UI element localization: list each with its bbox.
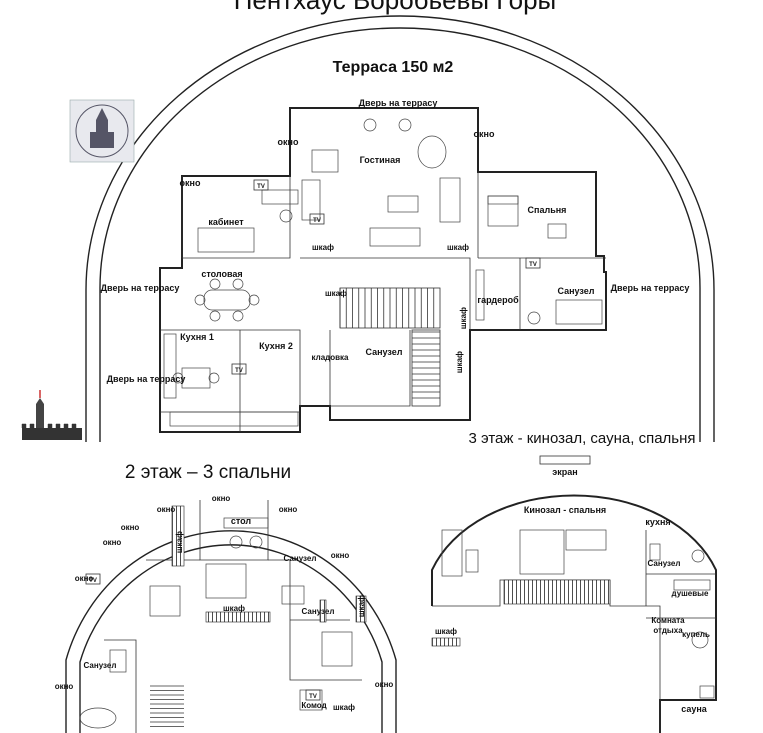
room-label-dining: столовая xyxy=(201,269,242,279)
room-label-bedroom: Спальня xyxy=(528,205,567,215)
window-label: окно xyxy=(375,680,394,689)
svg-text:TV: TV xyxy=(313,218,321,224)
svg-text:TV: TV xyxy=(235,368,243,374)
page-title: Пентхаус Воробьевы Горы xyxy=(234,0,557,15)
tv-icon: TV xyxy=(231,363,247,375)
wardrobe-label: шкаф xyxy=(175,531,184,553)
study-furniture xyxy=(197,179,321,253)
terrace-arc xyxy=(99,27,701,442)
svg-text:TV: TV xyxy=(309,694,317,700)
wardrobe-hatch xyxy=(355,595,367,623)
wardrobe-label: шкаф xyxy=(455,351,464,373)
staircase-floor-1 xyxy=(339,287,441,407)
staircase-floor-2 xyxy=(150,685,184,727)
window-label: окно xyxy=(212,494,231,503)
stairs-hatch xyxy=(503,579,611,605)
wardrobe-label: шкаф xyxy=(223,604,245,613)
room-label-bathroom: Санузел xyxy=(648,559,681,568)
room-label-kitchen-1: Кухня 1 xyxy=(180,332,214,342)
room-label-pantry: кладовка xyxy=(312,353,350,362)
window-label: окно xyxy=(331,551,350,560)
room-label-plunge-pool: купель xyxy=(682,630,710,639)
floor-1-plan: TV TV TV TV Терраса 150 м2 Дверь на терр… xyxy=(85,15,715,442)
wardrobe-label: шкаф xyxy=(357,595,366,617)
room-label-bathroom: Санузел xyxy=(557,286,594,296)
university-emblem-icon xyxy=(69,99,135,163)
room-label-dressing: гардероб xyxy=(477,295,519,305)
room-label-bathroom: Санузел xyxy=(84,661,117,670)
room-label-rest: Комната xyxy=(651,616,685,625)
wardrobe-label: шкаф xyxy=(435,627,457,636)
tv-icon: TV xyxy=(305,689,321,701)
terrace-label: Терраса 150 м2 xyxy=(333,59,454,76)
window-label: окно xyxy=(279,505,298,514)
wardrobe-hatch xyxy=(431,637,461,647)
window-label: окно xyxy=(180,178,201,188)
wardrobe-label: шкаф xyxy=(459,307,468,329)
table-label: стол xyxy=(231,516,252,526)
room-label-rest: отдыха xyxy=(653,626,683,635)
floor-2-plan: TV TV окно окно окно окно окно окно окно… xyxy=(55,494,397,733)
kitchen-1-furniture xyxy=(163,333,299,427)
wardrobe-label: шкаф xyxy=(447,243,469,252)
wardrobe-label: шкаф xyxy=(333,703,355,712)
floor-2-heading: 2 этаж – 3 спальни xyxy=(125,462,291,483)
window-label: окно xyxy=(474,129,495,139)
room-label-showers: душевые xyxy=(672,589,709,598)
tv-icon: TV xyxy=(253,179,269,191)
window-label: окно xyxy=(75,574,94,583)
floor-3-heading: 3 этаж - кинозал, сауна, спальня xyxy=(468,430,695,447)
dining-furniture xyxy=(194,278,260,322)
svg-text:TV: TV xyxy=(257,184,265,190)
window-label: окно xyxy=(278,137,299,147)
room-label-study: кабинет xyxy=(208,217,244,227)
wardrobe-hatch xyxy=(171,505,185,567)
tv-icon: TV xyxy=(309,213,325,225)
wardrobe-hatch xyxy=(319,599,327,623)
room-label-living: Гостиная xyxy=(360,155,401,165)
tv-icon: TV xyxy=(85,573,101,585)
wardrobe-label: шкаф xyxy=(312,243,334,252)
dresser-label: Комод xyxy=(301,701,326,710)
floor-1-walls xyxy=(159,107,607,433)
window-label: окно xyxy=(55,682,74,691)
wardrobe-label: шкаф xyxy=(325,289,347,298)
bedroom-furniture xyxy=(487,195,567,239)
room-label-bathroom: Санузел xyxy=(302,607,335,616)
door-label: Дверь на террасу xyxy=(101,283,180,293)
svg-text:TV: TV xyxy=(89,578,97,584)
room-label-bathroom: Санузел xyxy=(365,347,402,357)
kremlin-icon xyxy=(21,390,82,440)
room-label-kitchen: кухня xyxy=(645,517,670,527)
svg-text:TV: TV xyxy=(529,262,537,268)
tv-icon: TV xyxy=(525,257,541,269)
door-label: Дверь на террасу xyxy=(107,374,186,384)
room-label-sauna: сауна xyxy=(681,704,708,714)
screen-label: экран xyxy=(552,467,577,477)
door-label: Дверь на террасу xyxy=(359,98,438,108)
wardrobe-hatch xyxy=(205,611,271,623)
floor-3-plan: экран Кинозал - спальня кухня Санузел ду… xyxy=(431,455,717,733)
room-label-cinema: Кинозал - спальня xyxy=(524,505,606,515)
window-label: окно xyxy=(157,505,176,514)
door-label: Дверь на террасу xyxy=(611,283,690,293)
living-room-furniture xyxy=(311,118,461,247)
window-label: окно xyxy=(103,538,122,547)
room-label-kitchen-2: Кухня 2 xyxy=(259,341,293,351)
dressing-furniture xyxy=(475,269,603,325)
window-label: окно xyxy=(121,523,140,532)
room-label-bathroom: Санузел xyxy=(284,554,317,563)
